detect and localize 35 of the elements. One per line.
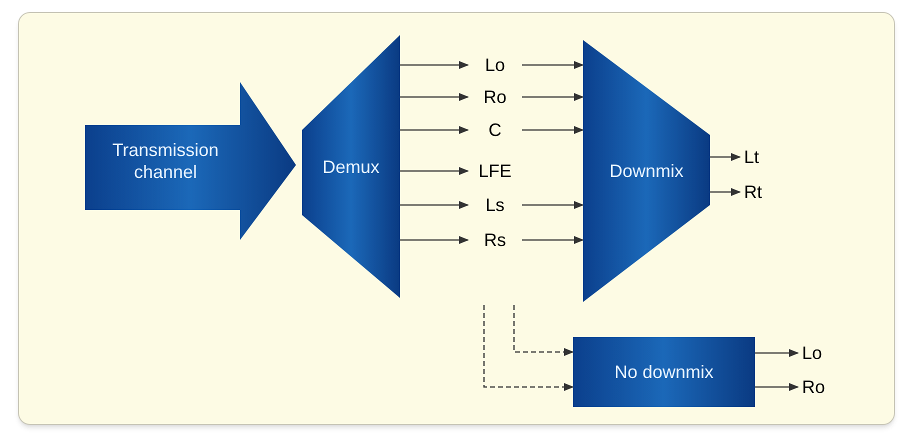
arrow	[400, 126, 469, 134]
signal-label: C	[470, 118, 520, 142]
arrow	[710, 153, 741, 161]
block-label: Demux	[322, 156, 380, 178]
block-label: Transmission channel	[111, 139, 220, 183]
block-arrow	[85, 82, 296, 240]
arrow	[400, 93, 469, 101]
signal-label: Rt	[744, 180, 774, 204]
arrow	[400, 167, 469, 175]
arrow	[400, 201, 469, 209]
signal-label: Lt	[744, 145, 774, 169]
arrow	[522, 236, 584, 244]
arrow	[400, 236, 469, 244]
signal-label: Lo	[802, 341, 836, 365]
signal-label: Rs	[470, 228, 520, 252]
signal-label: Lo	[470, 53, 520, 77]
arrow	[755, 383, 799, 391]
arrow	[522, 93, 584, 101]
arrow	[513, 305, 574, 356]
arrow	[710, 188, 741, 196]
arrow	[522, 61, 584, 69]
trapezoid-block	[583, 40, 710, 302]
signal-label: Ro	[470, 85, 520, 109]
arrow	[522, 201, 584, 209]
block-label: Downmix	[609, 160, 684, 182]
arrow	[522, 126, 584, 134]
signal-label: Ro	[802, 375, 836, 399]
arrow	[400, 61, 469, 69]
signal-label: Ls	[470, 193, 520, 217]
signal-label: LFE	[470, 159, 520, 183]
arrow	[755, 349, 799, 357]
trapezoid-block	[302, 35, 400, 298]
block-label: No downmix	[614, 361, 714, 383]
process-box	[573, 337, 755, 407]
arrow	[483, 305, 574, 391]
